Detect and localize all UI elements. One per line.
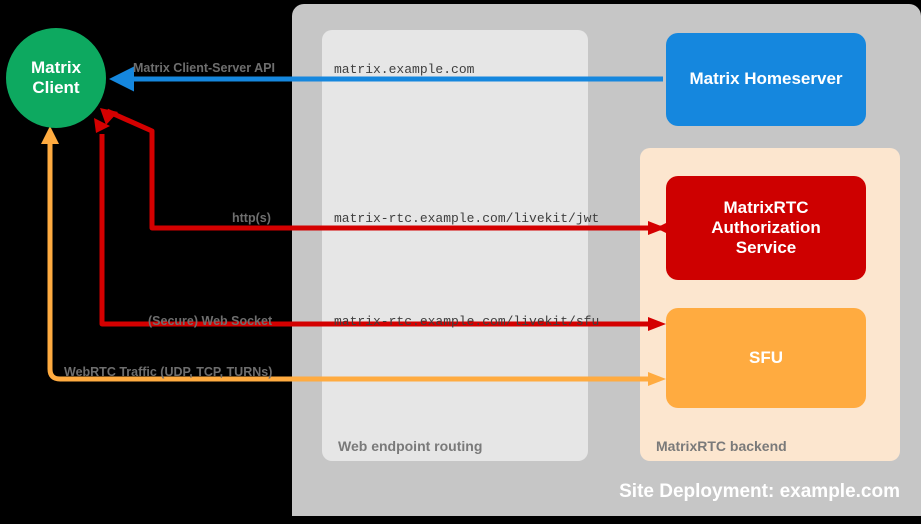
- panel-caption-matrixrtc-backend: MatrixRTC backend: [656, 438, 787, 454]
- node-matrix-client[interactable]: Matrix Client: [6, 28, 106, 128]
- wire-label-http: http(s): [232, 211, 271, 225]
- node-matrix-homeserver-label: Matrix Homeserver: [689, 69, 843, 89]
- panel-caption-site-deployment: Site Deployment: example.com: [619, 481, 900, 502]
- node-matrixrtc-authorization-service[interactable]: MatrixRTC Authorization Service: [666, 176, 866, 280]
- node-matrix-client-label: Matrix Client: [30, 57, 82, 97]
- node-matrixrtc-authorization-service-label: MatrixRTC Authorization Service: [711, 197, 821, 258]
- panel-web-endpoint-routing: [322, 30, 588, 461]
- wire-label-web-socket: (Secure) Web Socket: [148, 314, 273, 328]
- wire-label-client-server-api: Matrix Client-Server API: [133, 61, 275, 75]
- endpoint-url-homeserver: matrix.example.com: [334, 62, 475, 77]
- node-sfu[interactable]: SFU: [666, 308, 866, 408]
- panel-caption-web-endpoint-routing: Web endpoint routing: [338, 438, 483, 454]
- endpoint-url-sfu: matrix-rtc.example.com/livekit/sfu: [334, 314, 600, 329]
- node-matrix-homeserver[interactable]: Matrix Homeserver: [666, 33, 866, 126]
- wire-label-webrtc-traffic: WebRTC Traffic (UDP, TCP, TURNs): [64, 365, 273, 379]
- node-sfu-label: SFU: [749, 347, 783, 367]
- endpoint-url-jwt: matrix-rtc.example.com/livekit/jwt: [334, 211, 600, 226]
